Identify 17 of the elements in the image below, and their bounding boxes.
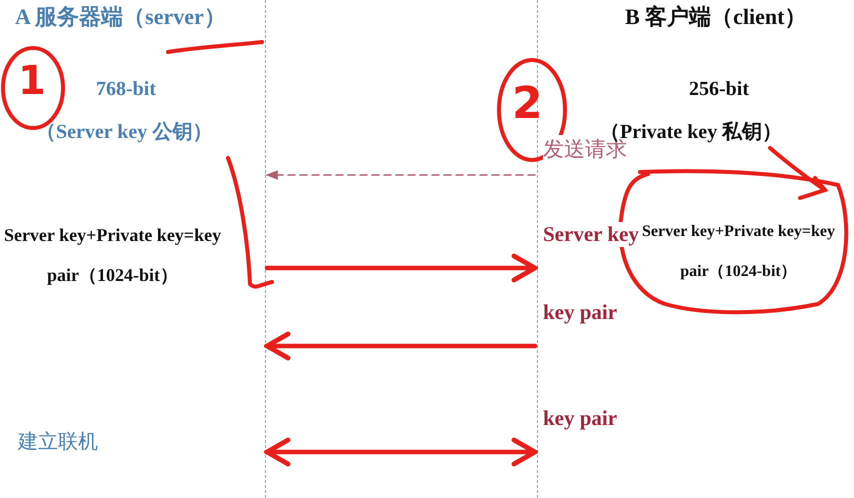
arrow bbox=[264, 254, 538, 282]
arrow bbox=[264, 332, 538, 360]
edge-label: Server key bbox=[543, 222, 639, 247]
arrow bbox=[266, 170, 536, 180]
heading: B 客户端（client） bbox=[625, 3, 806, 31]
lifeline bbox=[537, 0, 538, 498]
key-formula: Server key+Private key=key pair（1024-bit） bbox=[641, 222, 836, 282]
heading: A 服务器端（server） bbox=[15, 3, 226, 31]
circled-number: 2 bbox=[512, 78, 543, 129]
key-name: （Server key 公钥） bbox=[36, 120, 212, 145]
key-formula: Server key+Private key=key pair（1024-bit） bbox=[2, 224, 222, 287]
arrow bbox=[264, 438, 538, 466]
note: 建立联机 bbox=[18, 428, 98, 455]
key-size: 256-bit bbox=[689, 78, 749, 101]
key-size: 768-bit bbox=[96, 78, 156, 101]
lifeline bbox=[265, 0, 266, 498]
circled-number: 1 bbox=[18, 58, 46, 104]
